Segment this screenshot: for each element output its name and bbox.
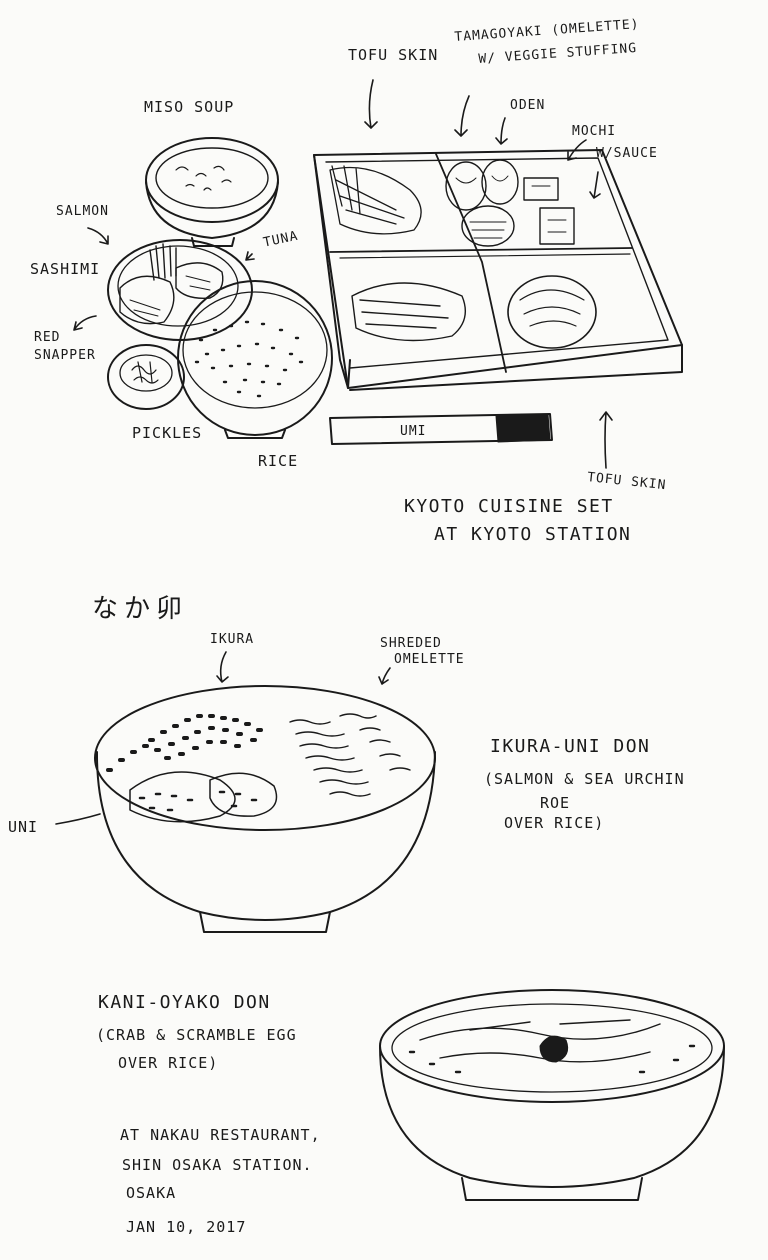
label-chopsticks: UMI xyxy=(400,424,427,439)
label-miso-soup: MISO SOUP xyxy=(144,98,235,116)
ikura-uni-don-desc-2: ROE xyxy=(540,794,571,812)
restaurant-name-kanji: なか卯 xyxy=(92,594,189,624)
label-shredded-1: SHREDED xyxy=(380,636,442,651)
label-shredded-2: OMELETTE xyxy=(394,652,465,667)
label-red-snapper-2: SNAPPER xyxy=(34,348,96,363)
label-mochi-1: MOCHI xyxy=(572,124,617,139)
caption-kyoto-set-1: KYOTO CUISINE SET xyxy=(404,496,614,517)
chopsticks-sleeve-drawing xyxy=(329,413,553,445)
label-salmon: SALMON xyxy=(56,204,109,219)
label-red-snapper-1: RED xyxy=(34,330,61,345)
label-sashimi: SASHIMI xyxy=(30,260,101,278)
bento-box-drawing xyxy=(313,149,683,391)
label-uni: UNI xyxy=(8,818,39,836)
caption-kyoto-set-2: AT KYOTO STATION xyxy=(434,524,632,545)
label-rice: RICE xyxy=(258,452,299,470)
ikura-uni-don-desc-1: (SALMON & SEA URCHIN xyxy=(484,770,685,788)
footer-location-1: AT NAKAU RESTAURANT, xyxy=(120,1126,321,1144)
ikura-uni-don-bowl-drawing xyxy=(55,685,436,933)
ikura-uni-don-desc-3: OVER RICE) xyxy=(504,814,605,832)
kani-oyako-don-bowl-drawing xyxy=(379,989,725,1201)
ikura-uni-don-title: IKURA-UNI DON xyxy=(490,736,651,757)
footer-date: JAN 10, 2017 xyxy=(126,1218,247,1236)
label-pickles: PICKLES xyxy=(132,424,203,442)
kani-oyako-don-desc-1: (CRAB & SCRAMBLE EGG xyxy=(96,1026,297,1044)
label-mochi-2: W/SAUCE xyxy=(596,146,658,161)
rice-bowl-drawing xyxy=(177,280,333,439)
label-ikura: IKURA xyxy=(210,632,255,647)
label-oden: ODEN xyxy=(510,98,546,113)
annotation-arrows-top xyxy=(73,79,613,685)
miso-soup-bowl-drawing xyxy=(145,137,279,247)
pickles-dish-drawing xyxy=(107,344,185,410)
kani-oyako-don-desc-2: OVER RICE) xyxy=(118,1054,219,1072)
kani-oyako-don-title: KANI-OYAKO DON xyxy=(98,992,271,1013)
label-tofu-skin-top: TOFU SKIN xyxy=(348,46,439,64)
footer-location-2: SHIN OSAKA STATION. xyxy=(122,1156,313,1174)
footer-location-3: OSAKA xyxy=(126,1184,177,1202)
